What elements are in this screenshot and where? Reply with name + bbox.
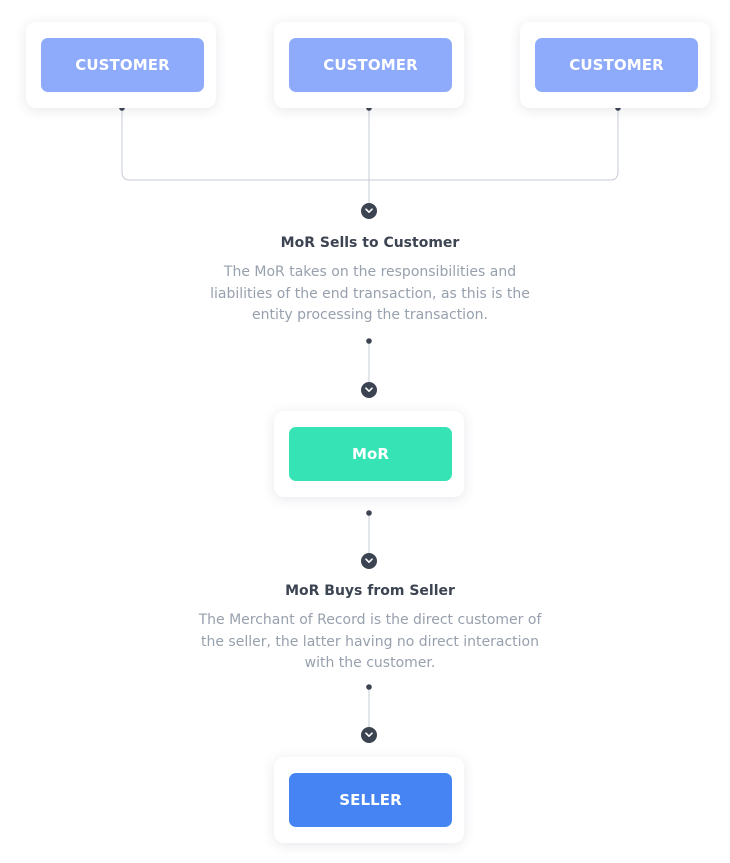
mor-box: MoR	[289, 427, 452, 481]
seller-box: SELLER	[289, 773, 452, 827]
chevron-down-icon	[361, 553, 377, 569]
mor-card: MoR	[274, 411, 464, 497]
customer-card: CUSTOMER	[520, 22, 710, 108]
chevron-down-icon	[361, 382, 377, 398]
customer-card: CUSTOMER	[274, 22, 464, 108]
customer-box: CUSTOMER	[289, 38, 452, 92]
connector-dot	[366, 510, 372, 516]
customer-box: CUSTOMER	[535, 38, 698, 92]
customer-card: CUSTOMER	[26, 22, 216, 108]
connector-dot	[366, 684, 372, 690]
chevron-down-icon	[361, 727, 377, 743]
step1-description: The MoR takes on the responsibilities an…	[210, 264, 530, 323]
chevron-down-icon	[361, 203, 377, 219]
connector-dot	[366, 338, 372, 344]
step1-title: MoR Sells to Customer	[280, 235, 460, 251]
customer-box: CUSTOMER	[41, 38, 204, 92]
step2-title: MoR Buys from Seller	[285, 583, 455, 599]
step2-description: The Merchant of Record is the direct cus…	[198, 612, 542, 671]
customer-bracket-line	[121, 108, 619, 181]
seller-card: SELLER	[274, 757, 464, 843]
